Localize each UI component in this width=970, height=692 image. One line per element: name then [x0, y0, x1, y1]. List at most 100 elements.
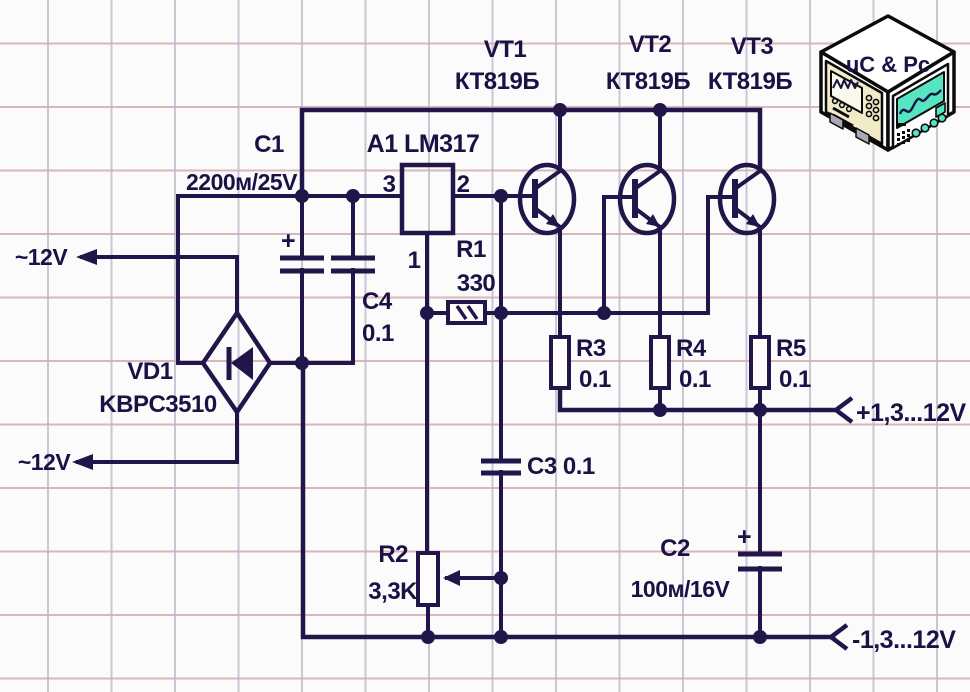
- junction-dot: [420, 306, 434, 320]
- label-c4-value: 0.1: [362, 320, 394, 347]
- wire-ac-input-bottom: [76, 410, 239, 464]
- wire-ac-input-top: [80, 255, 239, 315]
- junction-dot: [553, 103, 567, 117]
- c3-plates: [481, 458, 521, 476]
- label-ac-input-top: ~12V: [15, 244, 69, 270]
- r2-wiper-arrow-icon: [443, 570, 460, 586]
- bridge-diode-triangle: [231, 347, 253, 380]
- r3-box: [549, 335, 571, 390]
- label-ac-input-bottom: ~12V: [18, 449, 72, 475]
- r5-box: [749, 335, 771, 390]
- label-vt1-ref: VT1: [484, 36, 527, 63]
- label-vt3-ref: VT3: [731, 33, 774, 60]
- oscilloscope-knobs: [831, 94, 880, 122]
- c1-plates: [280, 255, 324, 274]
- ac-top-arrow-icon: [76, 249, 97, 265]
- junction-dot: [753, 403, 767, 417]
- junction-dot: [494, 630, 508, 644]
- wire-vt2-base: [602, 195, 638, 315]
- transistor-vt3: VT3 КТ819Б: [708, 33, 793, 236]
- junction-dot: [653, 403, 667, 417]
- c2-plates: [738, 551, 782, 572]
- c4-plates: [331, 255, 375, 274]
- label-r4-value: 0.1: [679, 366, 711, 393]
- bridge-diamond: [200, 308, 273, 416]
- vt3-circle: [717, 162, 777, 236]
- label-c2-ref: C2: [660, 535, 690, 562]
- label-pin-3: 3: [383, 171, 396, 198]
- capacitor-c1: + C1 2200м/25V: [186, 131, 324, 274]
- r1-power-marks: [455, 305, 479, 320]
- label-vt3-part: КТ819Б: [708, 68, 792, 95]
- label-pin-1: 1: [408, 247, 421, 274]
- output-positive-arrow-icon: [832, 396, 854, 424]
- junction-dot: [653, 103, 667, 117]
- label-r1-ref: R1: [456, 236, 486, 263]
- junction-dot: [494, 306, 508, 320]
- r2-box: [416, 551, 440, 607]
- c1-polarity-plus: +: [281, 227, 295, 255]
- label-output-negative: -1,3...12V: [852, 626, 956, 654]
- label-vt2-ref: VT2: [629, 31, 672, 58]
- waveform-icon: [832, 79, 859, 89]
- capacitor-c2: + C2 100м/16V: [631, 523, 782, 602]
- logo-cube: uC & Pc: [819, 14, 956, 152]
- label-vd1-part: KBPC3510: [99, 391, 217, 418]
- instrument-dot-grid: [897, 129, 910, 146]
- ac-input-top: ~12V: [15, 244, 97, 270]
- label-r4-ref: R4: [676, 335, 707, 362]
- resistor-r4: R4 0.1: [649, 335, 712, 393]
- label-c2-value: 100м/16V: [631, 576, 731, 602]
- label-pin-2: 2: [457, 171, 470, 198]
- label-c4-ref: C4: [362, 288, 393, 315]
- r4-box: [649, 335, 671, 390]
- label-output-positive: +1,3...12V: [856, 399, 966, 427]
- label-vd1-ref: VD1: [127, 358, 172, 385]
- vt2-emitter-arrow-icon: [646, 214, 660, 227]
- output-negative: -1,3...12V: [827, 623, 957, 654]
- capacitor-c4: C4 0.1: [331, 255, 395, 347]
- label-vt2-part: КТ819Б: [606, 68, 690, 95]
- junction-dot: [494, 189, 508, 203]
- label-c1-ref: C1: [254, 131, 284, 158]
- c2-polarity-plus: +: [737, 523, 751, 551]
- logo-oscilloscope-right: [891, 62, 950, 150]
- bridge-rectifier-vd1: VD1 KBPC3510: [99, 308, 273, 418]
- wire-negative-rail: [300, 360, 836, 640]
- label-r2-ref: R2: [378, 541, 408, 568]
- label-r2-value: 3,3K: [368, 578, 418, 605]
- vt1-emitter-arrow-icon: [546, 214, 560, 227]
- label-r5-ref: R5: [776, 335, 806, 362]
- junction-dot: [421, 630, 435, 644]
- junction-dots: [295, 103, 767, 644]
- junction-dot: [295, 189, 309, 203]
- junction-dot: [494, 571, 508, 585]
- wire-c4-leads: [302, 194, 355, 365]
- transistor-vt2: VT2 КТ819Б: [606, 31, 691, 236]
- vt3-emitter-arrow-icon: [746, 214, 760, 227]
- label-r5-value: 0.1: [779, 366, 811, 393]
- label-c3: C3 0.1: [527, 453, 595, 480]
- ac-input-bottom: ~12V: [18, 449, 93, 475]
- logo-caption: uC & Pc: [846, 52, 930, 77]
- instrument-teal-key: [935, 102, 946, 118]
- capacitor-c3: C3 0.1: [481, 453, 595, 480]
- output-positive: +1,3...12V: [832, 396, 967, 427]
- resistor-r1: R1 330: [446, 236, 496, 325]
- label-r3-value: 0.1: [579, 366, 611, 393]
- waveform-icon: [898, 89, 942, 115]
- r1-box: [446, 300, 487, 325]
- label-r3-ref: R3: [576, 335, 606, 362]
- lm317-box: [399, 162, 456, 236]
- junction-dot: [597, 306, 611, 320]
- instrument-dash: [898, 123, 906, 126]
- label-a1-lm317: A1 LM317: [367, 130, 480, 158]
- label-c1-value: 2200м/25V: [186, 169, 298, 195]
- output-negative-arrow-icon: [827, 623, 849, 651]
- wire-positive-feed: [176, 194, 404, 365]
- vt1-circle: [517, 162, 577, 236]
- logo-oscilloscope-left: [824, 59, 884, 146]
